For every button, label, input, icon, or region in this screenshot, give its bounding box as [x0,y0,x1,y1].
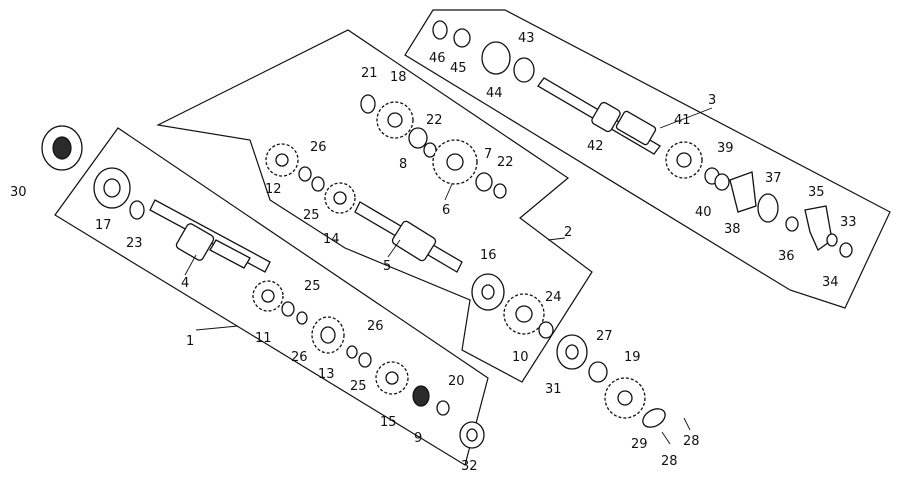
callout-30: 30 [10,185,27,200]
callout-23: 23 [126,236,143,251]
output-shaft [354,201,463,273]
input-shaft [149,199,271,273]
frame-group-1 [54,127,489,466]
callout-3: 3 [708,93,716,108]
callout-14: 14 [323,232,340,247]
callout-26b: 26 [291,350,308,365]
callout-27: 27 [596,329,613,344]
callout-25a: 25 [304,279,321,294]
callout-13: 13 [318,367,335,382]
callout-43: 43 [518,31,535,46]
callout-21: 21 [361,66,378,81]
callout-39: 39 [717,141,734,156]
callout-28a: 28 [661,454,678,469]
callout-28b: 28 [683,434,700,449]
callout-20: 20 [448,374,465,389]
callout-35: 35 [808,185,825,200]
callout-32: 32 [461,459,478,474]
callout-16: 16 [480,248,497,263]
callout-34: 34 [822,275,839,290]
callout-29: 29 [631,437,648,452]
leader-lines [184,107,713,331]
shift-shaft [537,77,661,155]
callout-6: 6 [442,203,450,218]
callout-22b: 22 [497,155,514,170]
callout-7: 7 [484,147,492,162]
callout-37: 37 [765,171,782,186]
callout-4: 4 [181,276,189,291]
frame-group-2 [156,29,593,383]
callout-22a: 22 [426,113,443,128]
callout-10: 10 [512,350,529,365]
callout-41: 41 [674,113,691,128]
callout-24: 24 [545,290,562,305]
callout-19: 19 [624,350,641,365]
frame-group-3 [404,9,891,309]
callout-26a: 26 [310,140,327,155]
callout-25c: 25 [350,379,367,394]
callout-2: 2 [564,225,572,240]
callout-17: 17 [95,218,112,233]
parts [41,20,853,449]
callout-8: 8 [399,157,407,172]
callout-15: 15 [380,415,397,430]
callout-18: 18 [390,70,407,85]
callout-44: 44 [486,86,503,101]
callout-31: 31 [545,382,562,397]
callout-25b: 25 [303,208,320,223]
callout-5: 5 [383,259,391,274]
callout-9: 9 [414,431,422,446]
callout-1: 1 [186,334,194,349]
callout-36: 36 [778,249,795,264]
callout-33: 33 [840,215,857,230]
callout-46: 46 [429,51,446,66]
callout-38: 38 [724,222,741,237]
callout-26c: 26 [367,319,384,334]
callout-11: 11 [255,331,272,346]
callout-42: 42 [587,139,604,154]
callouts: 1 2 3 4 5 6 7 8 9 10 11 12 13 14 15 16 1… [10,31,857,474]
callout-45: 45 [450,61,467,76]
callout-12: 12 [265,182,282,197]
callout-40: 40 [695,205,712,220]
